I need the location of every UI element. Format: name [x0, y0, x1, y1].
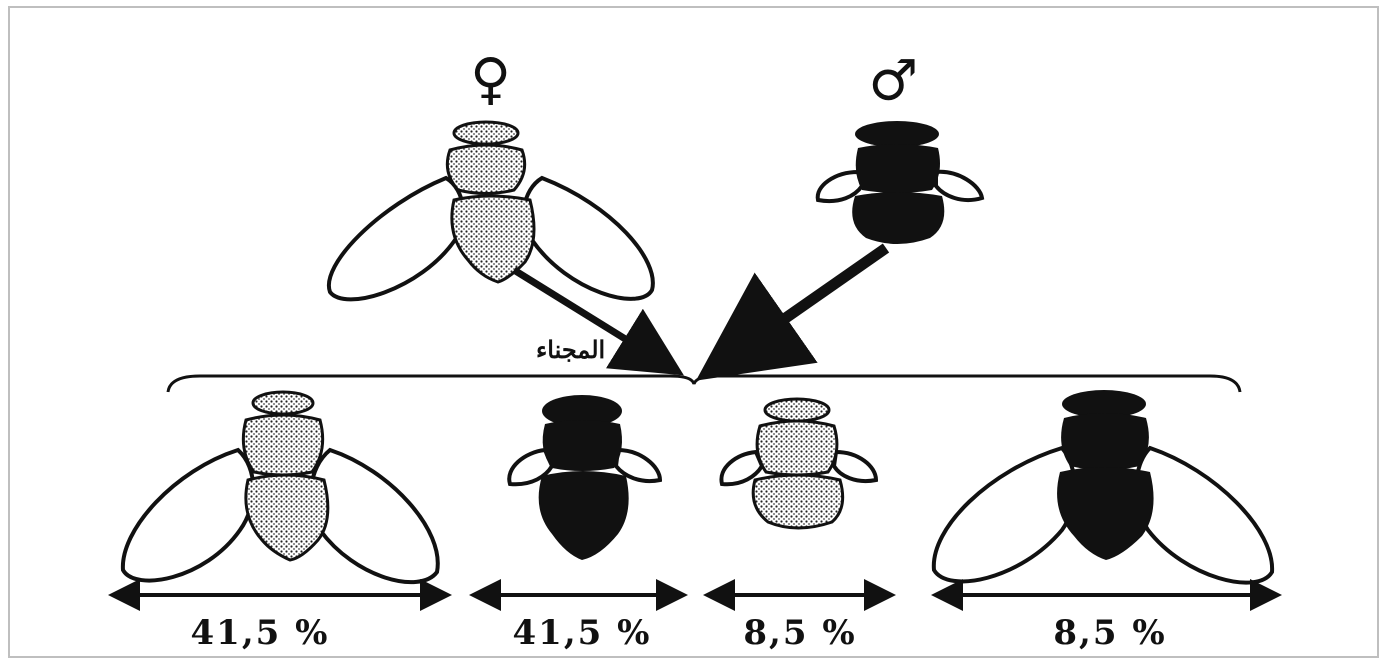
- female-symbol: ♀: [470, 46, 511, 112]
- male-symbol: ♂: [868, 48, 918, 114]
- offspring-fly-black-long: [934, 390, 1272, 583]
- cross-label: المجناء: [536, 335, 605, 364]
- male-cross-arrow: [714, 248, 886, 368]
- female-parent-fly: [329, 122, 653, 299]
- percent-label: 8,5 %: [743, 613, 856, 653]
- offspring-fly-black-vestigial: [509, 395, 660, 560]
- percent-label: 41,5 %: [513, 613, 652, 653]
- percent-label: 8,5 %: [1053, 613, 1166, 653]
- male-parent-fly: [818, 121, 982, 244]
- offspring-fly-dotted-vestigial: [721, 399, 876, 528]
- offspring-fly-dotted-long: [123, 392, 438, 582]
- offspring-brace: [168, 376, 1240, 392]
- percent-label: 41,5 %: [191, 613, 330, 653]
